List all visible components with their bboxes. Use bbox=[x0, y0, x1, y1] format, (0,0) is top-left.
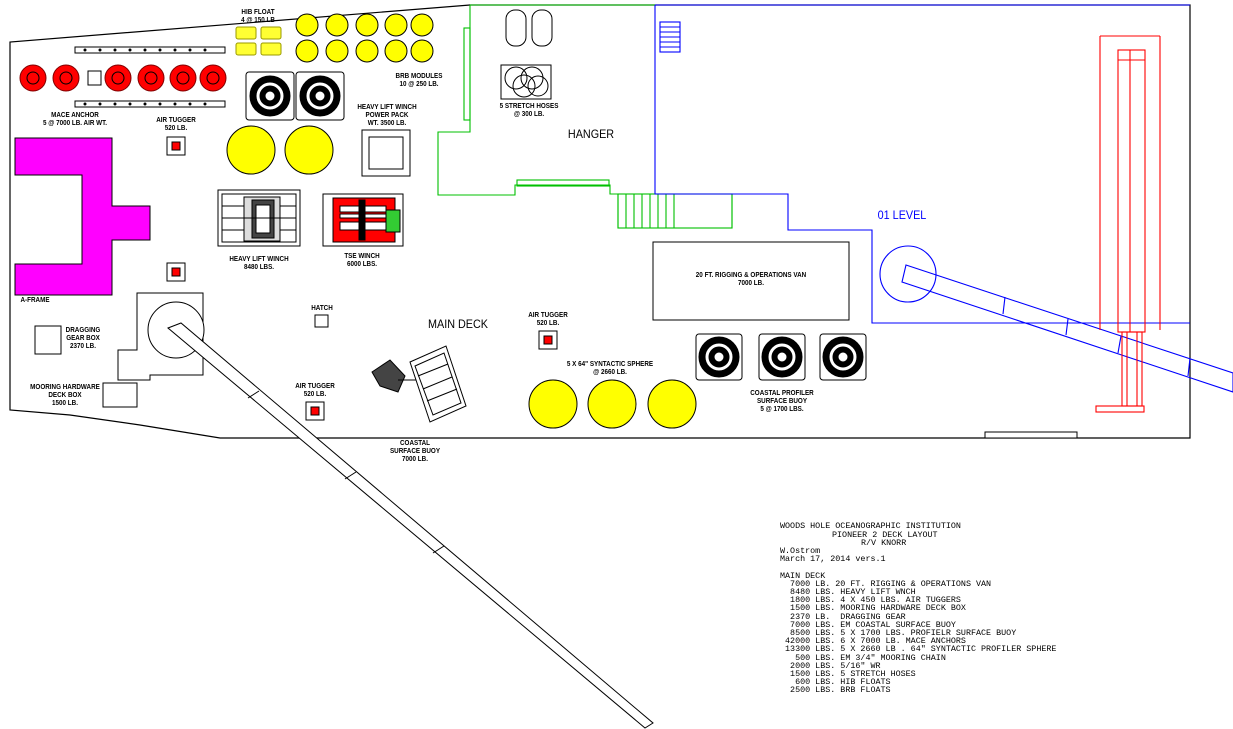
stretch-hoses-label: 5 STRETCH HOSES @ 300 LB. bbox=[499, 103, 559, 118]
heavy-lift-winch bbox=[217, 189, 301, 247]
weight-item: 7000 LBS. EM COASTAL SURFACE BUOY bbox=[780, 619, 956, 630]
weight-item: 500 LBS. EM 3/4" MOORING CHAIN bbox=[780, 652, 946, 663]
weight-item: 8500 LBS. 5 X 1700 LBS. PROFIELR SURFACE… bbox=[780, 628, 1017, 639]
profiler-buoy bbox=[245, 71, 295, 121]
hanger-stairs bbox=[617, 193, 733, 229]
author: W.Ostrom bbox=[780, 546, 821, 557]
profiler-buoy bbox=[758, 333, 806, 381]
drawing-date: March 17, 2014 vers.1 bbox=[780, 554, 886, 565]
stern-crane bbox=[117, 292, 654, 729]
hlw-power-pack-label: HEAVY LIFT WINCH POWER PACK WT. 3500 LB. bbox=[357, 104, 417, 127]
dragging-gear-box bbox=[34, 325, 62, 355]
main-deck-area-label: MAIN DECK bbox=[427, 317, 489, 331]
mace-anchor-rail bbox=[74, 46, 226, 108]
profiler-buoys-upper bbox=[245, 71, 345, 121]
profiler-buoy bbox=[295, 71, 345, 121]
air-tugger-box bbox=[305, 401, 325, 421]
crane-structure bbox=[1095, 35, 1161, 413]
weight-item: 1500 LBS. MOORING HARDWARE DECK BOX bbox=[780, 603, 966, 614]
o1-level-outline bbox=[654, 4, 1233, 393]
mace-anchor bbox=[52, 64, 80, 92]
mace-anchors bbox=[19, 64, 227, 92]
a-frame bbox=[14, 137, 151, 296]
coastal-surface-buoy bbox=[371, 345, 467, 423]
vessel-name: R/V KNORR bbox=[861, 537, 907, 548]
a-frame-label: A-FRAME bbox=[20, 297, 50, 304]
hanger-outline bbox=[437, 4, 733, 229]
weight-item: 600 LBS. HIB FLOATS bbox=[780, 677, 891, 688]
rigging-van-label: 20 FT. RIGGING & OPERATIONS VAN 7000 LB. bbox=[695, 272, 807, 287]
dragging-gear-label: DRAGGING GEAR BOX 2370 LB. bbox=[65, 327, 101, 350]
hatch-box bbox=[314, 314, 329, 328]
hlw-power-pack bbox=[361, 129, 411, 177]
mace-anchor-label: MACE ANCHOR 5 @ 7000 LB. AIR WT. bbox=[42, 112, 108, 127]
weight-item: 1800 LBS. 4 X 450 LBS. AIR TUGGERS bbox=[780, 595, 961, 606]
syntactic-sphere-label: 5 X 64" SYNTACTIC SPHERE @ 2660 LB. bbox=[566, 361, 654, 376]
mooring-hardware-box bbox=[102, 382, 138, 408]
hib-float-label: HIB FLOAT 4 @ 150 LB bbox=[241, 9, 275, 24]
air-tugger-label: AIR TUGGER 520 LB. bbox=[528, 312, 568, 327]
weight-item: 2500 LBS. BRB FLOATS bbox=[780, 685, 891, 696]
syntactic-spheres-upper bbox=[226, 125, 334, 175]
mace-anchor bbox=[137, 64, 165, 92]
o1-level-area-label: 01 LEVEL bbox=[877, 208, 927, 222]
org-name: WOODS HOLE OCEANOGRAPHIC INSTITUTION bbox=[780, 521, 961, 532]
o1-stairs bbox=[659, 21, 681, 53]
air-tugger-box bbox=[538, 330, 558, 350]
weight-item: 1500 LBS. 5 STRETCH HOSES bbox=[780, 669, 916, 680]
air-tugger-box bbox=[166, 262, 186, 282]
anchor-rack-block bbox=[87, 70, 102, 86]
weight-item: 7000 LB. 20 FT. RIGGING & OPERATIONS VAN bbox=[780, 578, 992, 589]
brb-modules-label: BRB MODULES 10 @ 250 LB. bbox=[395, 73, 443, 88]
mace-anchor bbox=[104, 64, 132, 92]
weight-item: 13300 LBS. 5 X 2660 LB . 64" SYNTACTIC P… bbox=[780, 644, 1057, 655]
weight-item: 42000 LBS. 6 X 7000 LB. MACE ANCHORS bbox=[780, 636, 966, 647]
air-tugger-label: AIR TUGGER 520 LB. bbox=[156, 117, 196, 132]
o1-crane-base bbox=[879, 245, 937, 303]
rigging-van bbox=[652, 241, 850, 321]
stretch-hoses bbox=[500, 9, 553, 100]
weights-heading: MAIN DECK bbox=[780, 570, 826, 581]
mace-anchor bbox=[169, 64, 197, 92]
drawing-title: PIONEER 2 DECK LAYOUT bbox=[832, 529, 938, 540]
hanger-area-label: HANGER bbox=[567, 127, 615, 141]
coastal-profiler-buoys bbox=[695, 333, 867, 381]
weight-item: 8480 LBS. HEAVY LIFT WNCH bbox=[780, 587, 916, 598]
air-tugger-box bbox=[166, 136, 186, 156]
coastal-surface-buoy-label: COASTAL SURFACE BUOY 7000 LB. bbox=[389, 440, 441, 463]
deck-rail-bar bbox=[984, 431, 1078, 439]
profiler-buoy bbox=[695, 333, 743, 381]
tse-winch bbox=[322, 193, 404, 247]
main-deck-outline bbox=[9, 4, 1191, 439]
weight-item: 2370 LB. DRAGGING GEAR bbox=[780, 611, 906, 622]
air-tugger-label: AIR TUGGER 520 LB. bbox=[295, 383, 335, 398]
heavy-lift-winch-label: HEAVY LIFT WINCH 8480 LBS. bbox=[229, 256, 289, 271]
brb-modules bbox=[295, 13, 434, 63]
mace-anchor bbox=[19, 64, 47, 92]
syntactic-spheres-lower bbox=[528, 379, 697, 429]
weight-item: 2000 LBS. 5/16" WR bbox=[780, 660, 881, 671]
hib-floats bbox=[235, 26, 282, 56]
o1-crane-boom bbox=[901, 264, 1233, 393]
coastal-profiler-label: COASTAL PROFILER SURFACE BUOY 5 @ 1700 L… bbox=[750, 390, 814, 413]
mace-anchor bbox=[199, 64, 227, 92]
hatch-label: HATCH bbox=[311, 305, 333, 312]
profiler-buoy bbox=[819, 333, 867, 381]
tse-winch-label: TSE WINCH 6000 LBS. bbox=[344, 253, 380, 268]
mooring-box-label: MOORING HARDWARE DECK BOX 1500 LB. bbox=[30, 384, 100, 407]
